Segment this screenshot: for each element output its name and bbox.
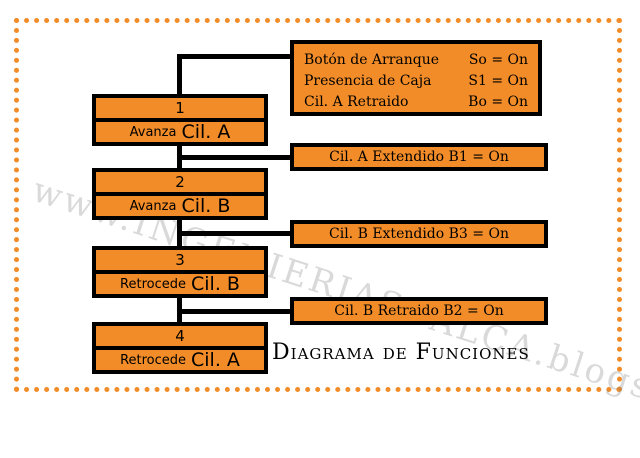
start-conditions-box: Botón de Arranque So = On Presencia de C… — [290, 40, 542, 116]
start-condition-value: So = On — [468, 52, 528, 68]
connector-transition1 — [177, 155, 293, 160]
transition-condition-1: Cil. A Extendido B1 = On — [290, 143, 548, 171]
step-1: 1 Avanza Cil. A — [92, 94, 268, 146]
step-cylinder: Cil. A — [181, 121, 231, 143]
start-condition-label: Cil. A Retraido — [304, 94, 409, 110]
start-condition-value: S1 = On — [468, 73, 528, 89]
start-condition-value: Bo = On — [468, 94, 528, 110]
diagram-title: Diagrama de Funciones — [272, 340, 530, 365]
step-action-verb: Retrocede — [120, 352, 187, 368]
start-condition-label: Botón de Arranque — [304, 52, 440, 68]
connector-start-horizontal — [177, 54, 293, 59]
step-number: 2 — [96, 172, 264, 192]
step-action-verb: Avanza — [129, 124, 177, 140]
start-condition-row: Botón de Arranque So = On — [304, 50, 528, 71]
transition-condition-3: Cil. B Retraido B2 = On — [290, 297, 548, 325]
start-condition-label: Presencia de Caja — [304, 73, 432, 89]
connector-transition3 — [177, 309, 293, 314]
step-action: Avanza Cil. B — [96, 195, 264, 217]
start-condition-row: Cil. A Retraido Bo = On — [304, 92, 528, 113]
step-number: 3 — [96, 250, 264, 270]
connector-start-vertical — [177, 54, 182, 94]
step-3: 3 Retrocede Cil. B — [92, 246, 268, 298]
connector-transition2 — [177, 231, 293, 236]
step-action: Retrocede Cil. A — [96, 349, 264, 371]
step-number: 4 — [96, 326, 264, 346]
step-action-verb: Avanza — [129, 198, 177, 214]
step-2: 2 Avanza Cil. B — [92, 168, 268, 220]
start-condition-row: Presencia de Caja S1 = On — [304, 71, 528, 92]
step-4: 4 Retrocede Cil. A — [92, 322, 268, 374]
step-action-verb: Retrocede — [120, 276, 186, 292]
step-action: Avanza Cil. A — [96, 121, 264, 143]
step-number: 1 — [96, 98, 264, 118]
transition-condition-2: Cil. B Extendido B3 = On — [290, 220, 548, 248]
dotted-border — [14, 18, 622, 392]
step-cylinder: Cil. B — [191, 273, 240, 295]
step-cylinder: Cil. B — [181, 195, 231, 217]
step-cylinder: Cil. A — [191, 349, 240, 371]
step-action: Retrocede Cil. B — [96, 273, 264, 295]
